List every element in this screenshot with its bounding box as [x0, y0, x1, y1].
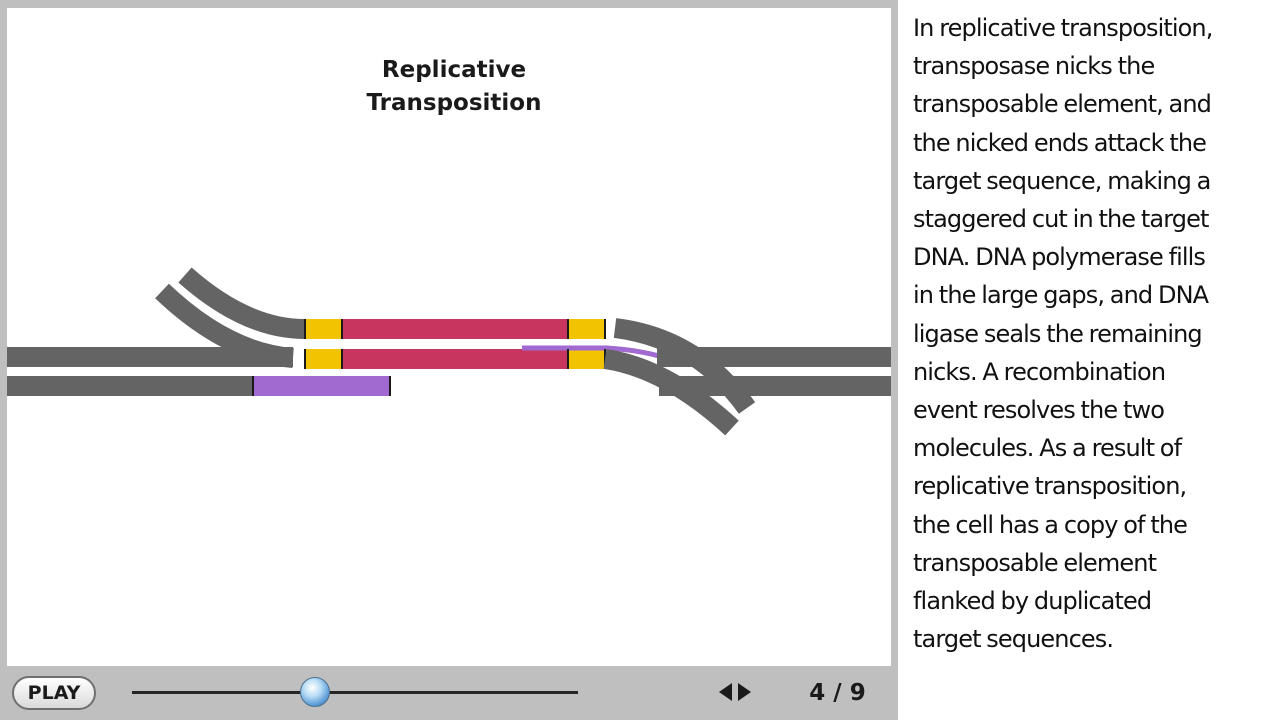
narration-line: In replicative transposition, [913, 14, 1213, 42]
right-target-sequence-bottom [568, 349, 605, 369]
next-step-button[interactable] [738, 683, 751, 701]
animation-frame: Replicative Transposition [0, 0, 898, 720]
animation-title: Replicative Transposition [339, 54, 569, 120]
narration-line: replicative transposition, [913, 472, 1187, 501]
left-bottom-strand [7, 376, 257, 396]
narration-line: flanked by duplicated [913, 587, 1152, 616]
narration-line: target sequences. [913, 625, 1114, 654]
playback-controls: PLAY 4 / 9 [0, 666, 898, 720]
left-target-sequence-bottom [305, 349, 342, 369]
narration-line: the nicked ends attack the [913, 128, 1207, 157]
narration-line: target sequence, making a [913, 166, 1211, 195]
previous-step-button[interactable] [719, 683, 732, 701]
narration-line: event resolves the two [913, 396, 1165, 425]
animation-stage: Replicative Transposition [7, 8, 891, 666]
narration-line: DNA. DNA polymerase fills [913, 243, 1206, 272]
narration-line: ligase seals the remaining [913, 319, 1203, 348]
transposon-bottom-strand [342, 349, 568, 369]
right-strand-curved-upper [613, 318, 756, 414]
narration-text: In replicative transposition, transposase… [913, 9, 1273, 658]
transposon-top-strand [342, 319, 568, 339]
narration-line: transposable element, and [913, 90, 1212, 119]
right-target-sequence-top [568, 319, 605, 339]
play-button[interactable]: PLAY [12, 676, 96, 710]
new-dna-right [522, 345, 660, 359]
scrubber-thumb[interactable] [299, 677, 330, 707]
narration-line: in the large gaps, and DNA [913, 281, 1209, 310]
left-top-strand [7, 347, 293, 367]
narration-line: transposase nicks the [913, 52, 1155, 81]
narration-line: nicks. A recombination [913, 357, 1166, 386]
new-dna-left [253, 376, 390, 396]
narration-line: molecules. As a result of [913, 434, 1182, 463]
narration-line: staggered cut in the target [913, 205, 1209, 234]
narration-line: the cell has a copy of the [913, 510, 1188, 539]
right-strand-curved-lower [603, 349, 739, 436]
left-top-strand-peeled [178, 267, 308, 340]
step-counter: 4 / 9 [809, 680, 866, 706]
scrubber-track[interactable] [132, 691, 578, 694]
transposition-diagram [7, 267, 891, 436]
narration-line: transposable element [913, 548, 1157, 577]
animation-title-line-1: Replicative [381, 57, 527, 83]
animation-title-line-2: Transposition [366, 90, 542, 116]
left-target-sequence-top [305, 319, 342, 339]
